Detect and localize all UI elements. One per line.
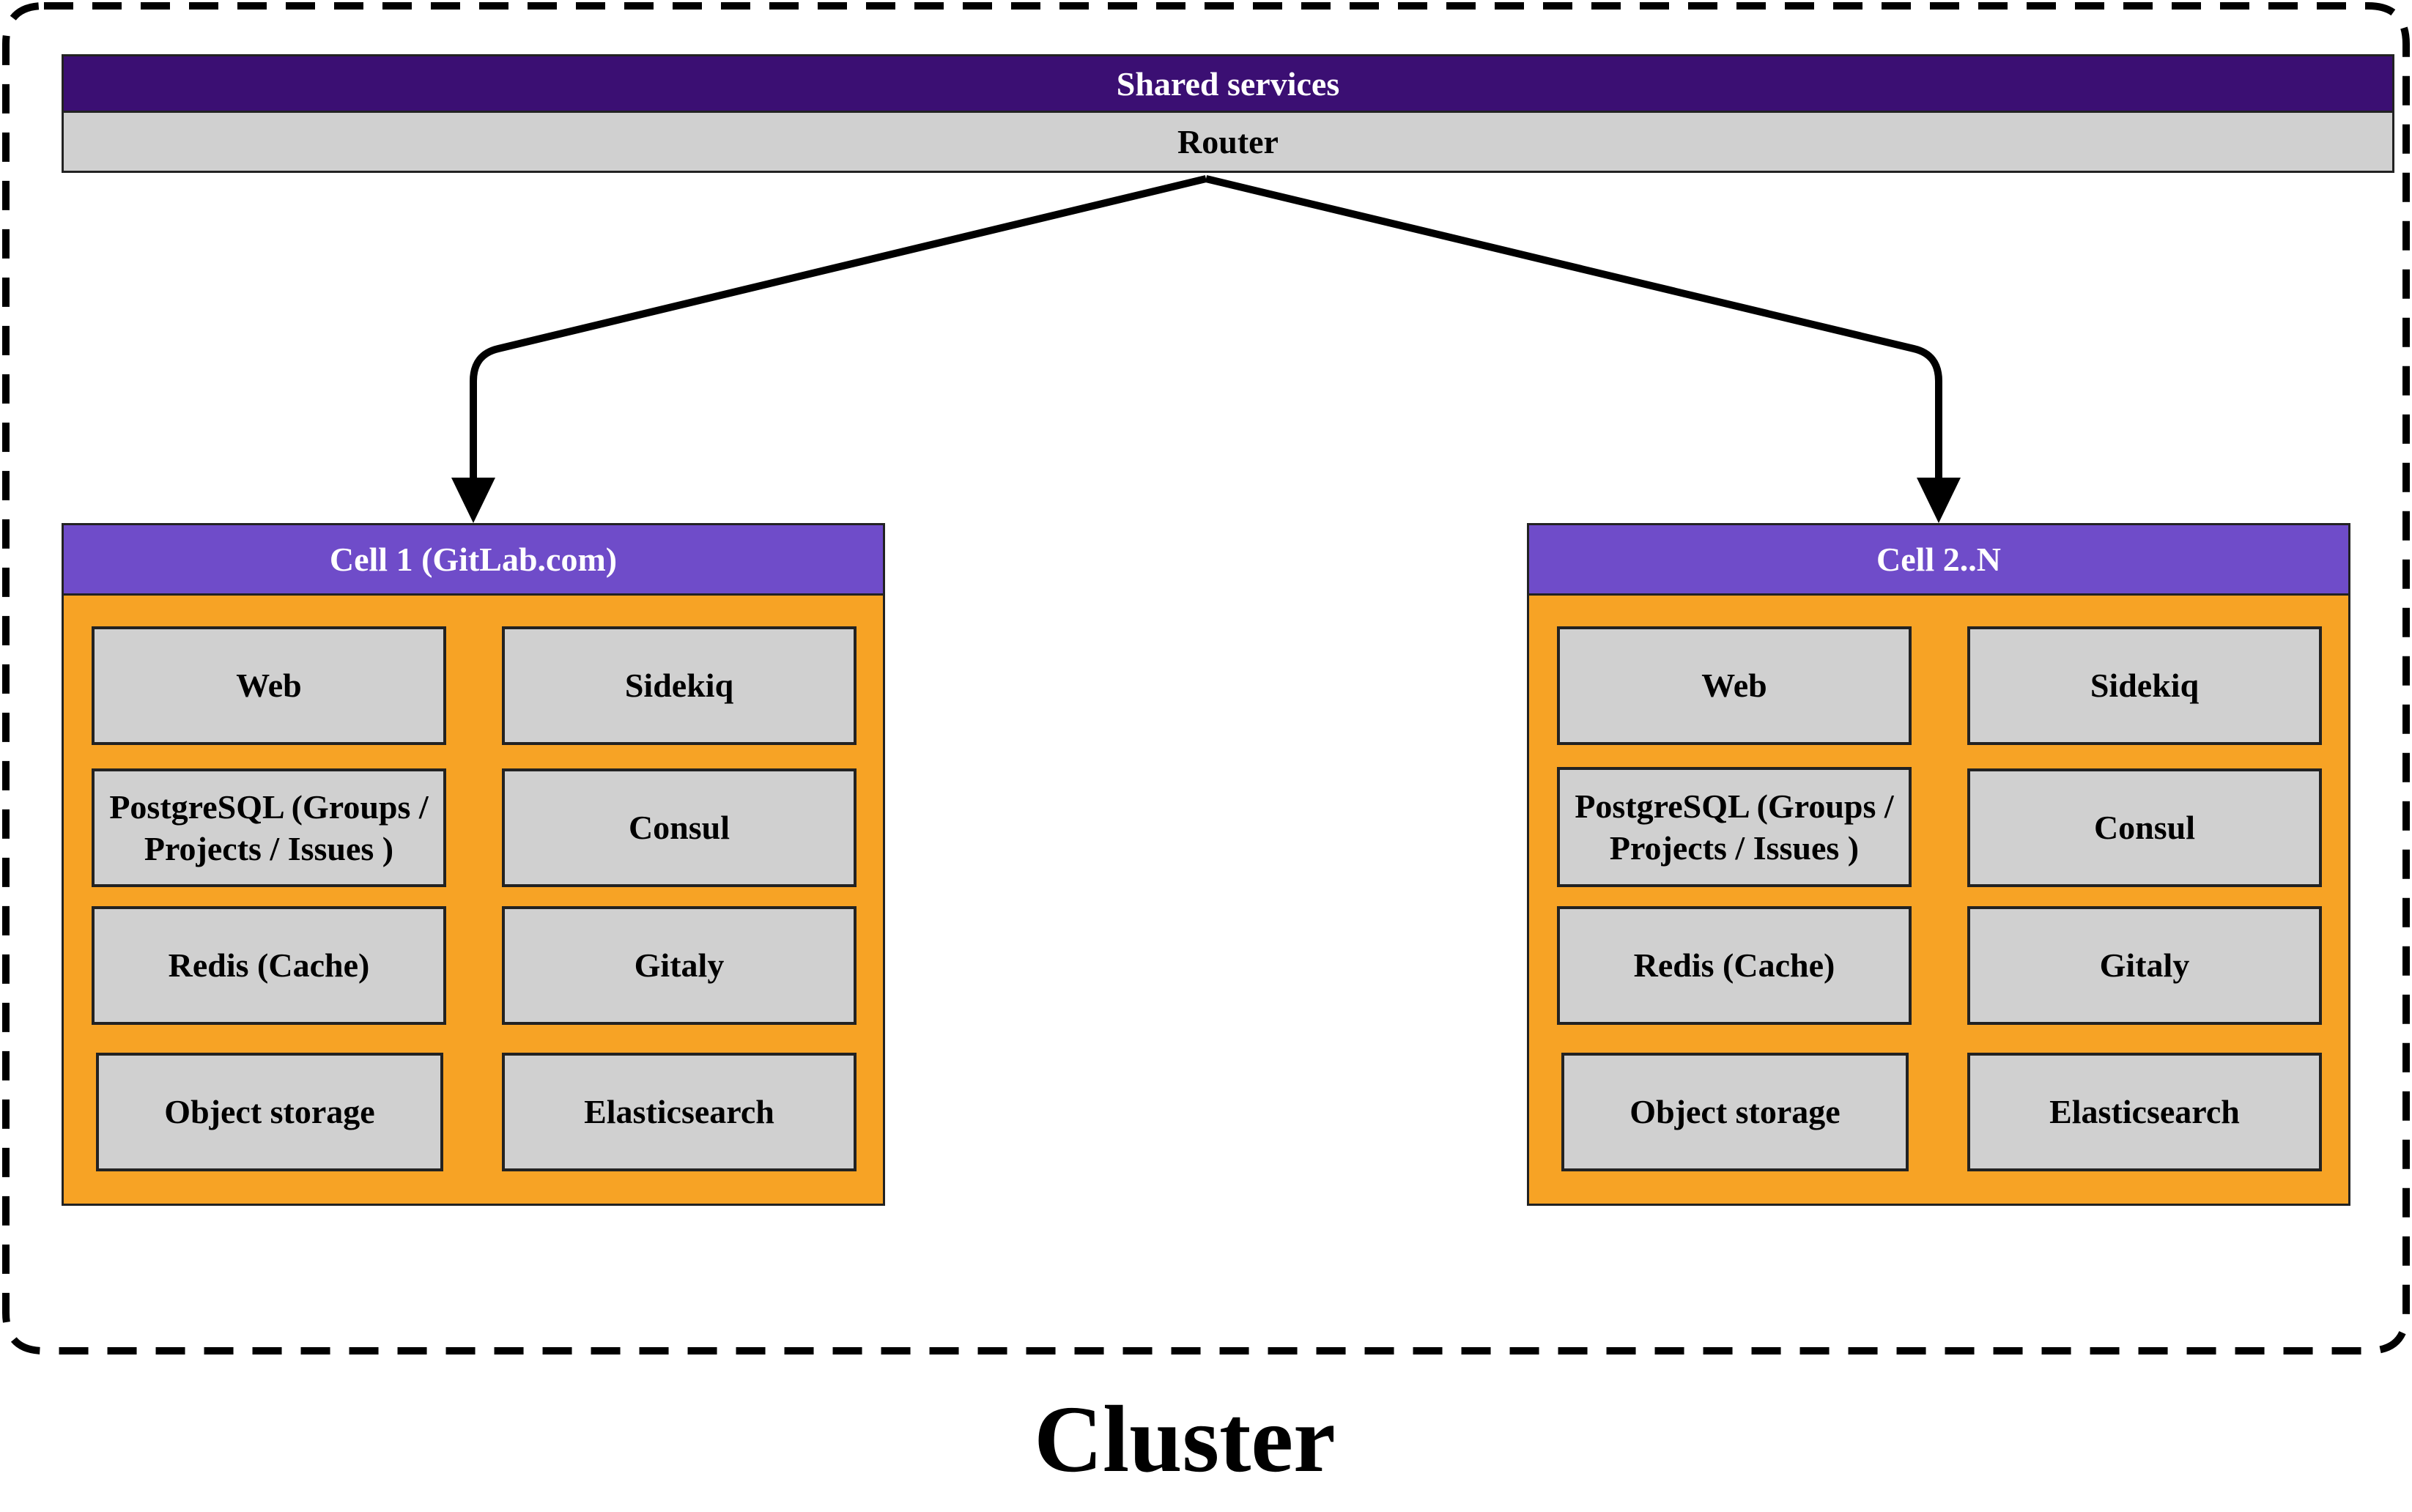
redis-box: Redis (Cache) — [1557, 906, 1912, 1025]
arrow-to-cell-2 — [1205, 175, 1942, 489]
web-box: Web — [1557, 626, 1912, 745]
arrow-to-cell-1 — [470, 175, 1207, 489]
cell-2: Cell 2..N Web Sidekiq PostgreSQL (Groups… — [1527, 523, 2350, 1206]
web-box: Web — [92, 626, 446, 745]
object-storage-box: Object storage — [96, 1053, 443, 1171]
cell-2-title: Cell 2..N — [1529, 525, 2348, 596]
object-storage-box: Object storage — [1561, 1053, 1909, 1171]
cluster-label: Cluster — [1034, 1387, 1336, 1492]
arrow-head-cell-1 — [451, 478, 495, 523]
gitaly-box: Gitaly — [1967, 906, 2322, 1025]
consul-box: Consul — [502, 768, 857, 887]
consul-box: Consul — [1967, 768, 2322, 887]
elasticsearch-box: Elasticsearch — [502, 1053, 857, 1171]
shared-services-header: Shared services — [62, 54, 2394, 113]
elasticsearch-box: Elasticsearch — [1967, 1053, 2322, 1171]
postgresql-box: PostgreSQL (Groups / Projects / Issues ) — [92, 768, 446, 887]
postgresql-box: PostgreSQL (Groups / Projects / Issues ) — [1557, 767, 1912, 887]
arrow-head-cell-2 — [1917, 478, 1961, 523]
cell-1-title: Cell 1 (GitLab.com) — [64, 525, 883, 596]
sidekiq-box: Sidekiq — [1967, 626, 2322, 745]
router-box: Router — [62, 113, 2394, 173]
gitaly-box: Gitaly — [502, 906, 857, 1025]
sidekiq-box: Sidekiq — [502, 626, 857, 745]
cell-1: Cell 1 (GitLab.com) Web Sidekiq PostgreS… — [62, 523, 885, 1206]
redis-box: Redis (Cache) — [92, 906, 446, 1025]
